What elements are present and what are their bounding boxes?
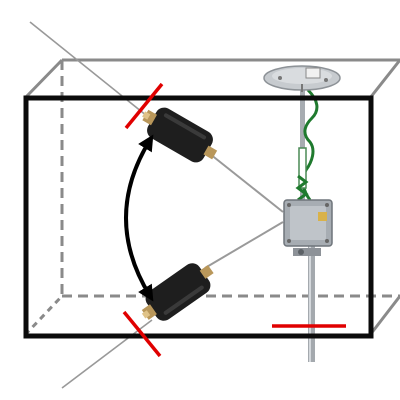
- back-box-top-left-edge: [23, 58, 64, 100]
- upper-clip-wire: [204, 149, 284, 213]
- junction-box-icon: [283, 199, 333, 256]
- back-box-outline: [23, 58, 400, 337]
- mounting-disc-icon: [263, 65, 341, 92]
- back-box-bottom-left-dashed-edge: [23, 294, 64, 337]
- upper-red-marker: [124, 82, 164, 130]
- green-wire: [295, 88, 319, 202]
- upper-diagonal-line: [29, 21, 153, 121]
- front-box-outline: [23, 95, 374, 339]
- back-box-top-right-edge: [368, 59, 400, 99]
- lower-red-marker: [122, 310, 162, 358]
- back-box-bottom-right-edge: [368, 295, 400, 336]
- double-headed-arc-arrow-icon: [124, 134, 154, 302]
- upper-sensor-clip-icon: [142, 107, 218, 163]
- lower-diagonal-line: [61, 319, 153, 389]
- vertical-rod: [300, 82, 315, 362]
- lower-clip-wire: [204, 221, 284, 269]
- lower-sensor-clip-icon: [141, 263, 214, 321]
